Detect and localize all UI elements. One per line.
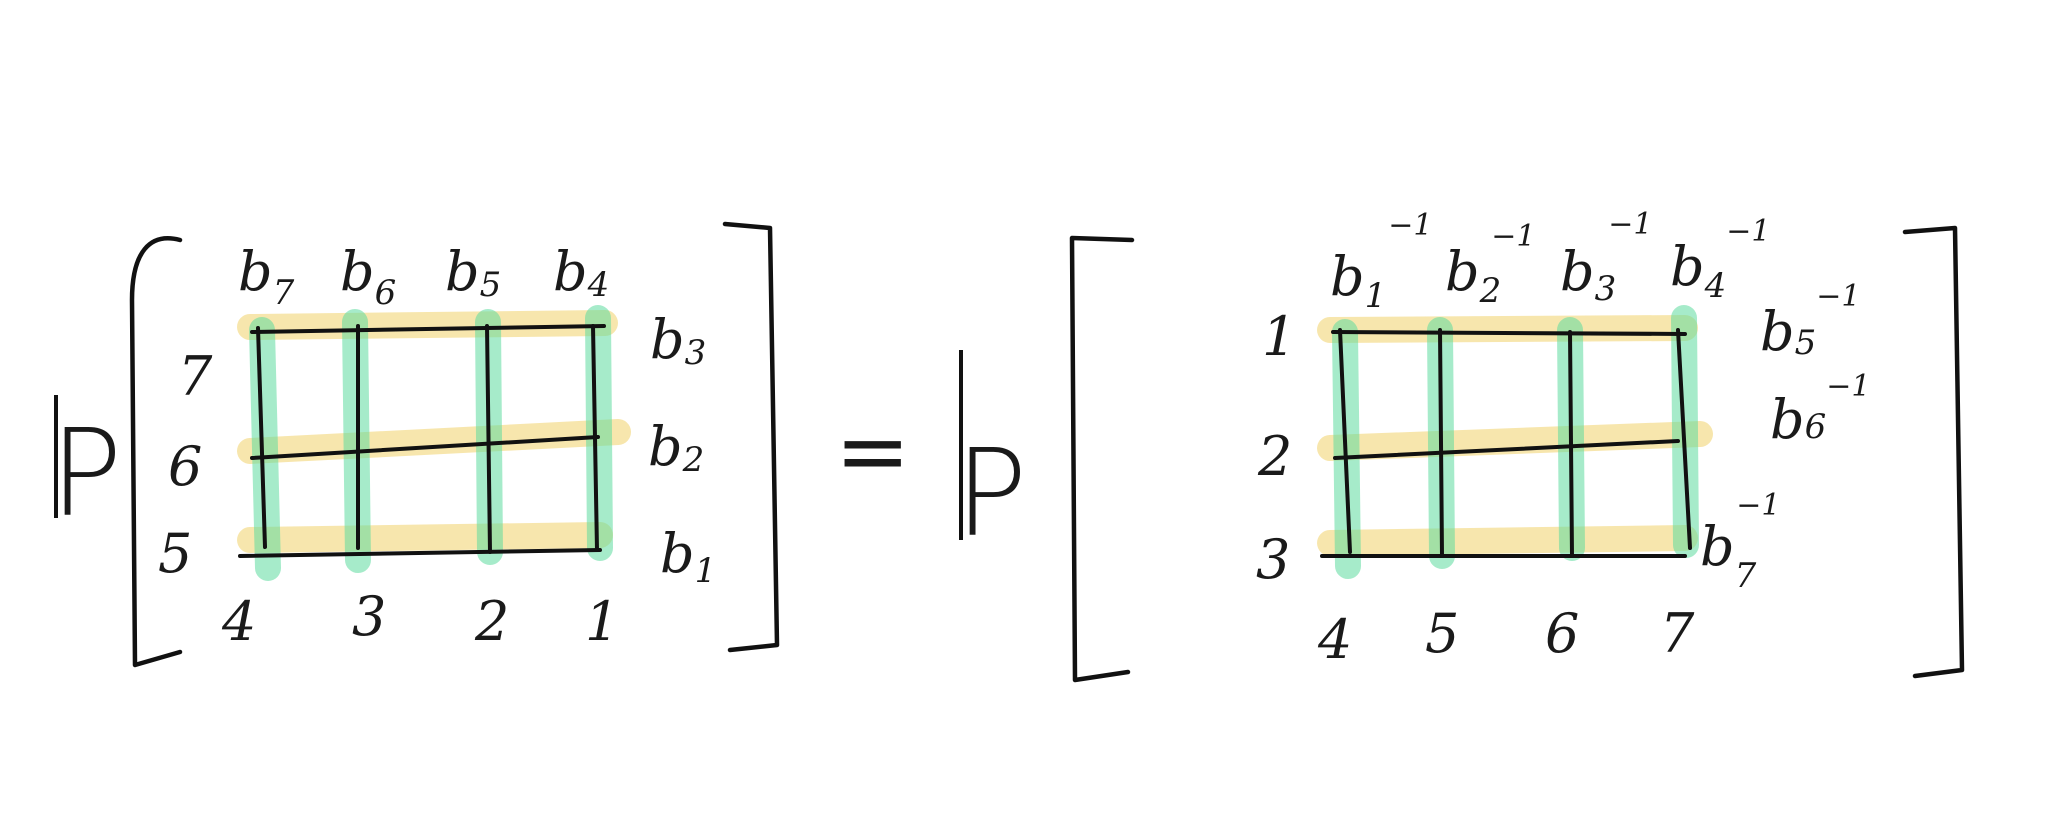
left-top-label-b5: b5 [445,240,501,305]
right-right-labels: b5−1 b6−1 b7−1 [1700,279,1870,596]
right-top-label-b4-inverse: b4−1 [1670,214,1770,306]
left-right-labels: b3 b2 b1 [648,308,716,591]
right-top-label-b2-inverse: b2−1 [1445,219,1535,311]
left-column-highlight-1 [249,317,281,581]
left-top-label-b7: b7 [238,240,295,313]
right-grid-column-line-2 [1438,328,1444,558]
right-column-label-1: 4 [1317,608,1352,671]
left-grid-column-line-4 [591,324,599,552]
left-top-label-b4: b4 [553,240,609,305]
left-row-label-3: 5 [158,522,192,585]
left-top-labels: b7 b6 b5 b4 [238,240,609,313]
right-close-bracket [1902,225,1965,679]
right-expression: P b1−1 b2−1 b3− [955,207,1965,683]
left-column-label-2: 3 [352,585,386,648]
right-column-label-2: 5 [1425,602,1459,665]
right-open-bracket [1069,235,1135,683]
right-right-label-b5-inverse: b5−1 [1760,279,1860,363]
right-top-label-b3-inverse: b3−1 [1560,207,1652,309]
right-column-label-4: 7 [1660,602,1695,665]
right-column-label-3: 6 [1545,602,1579,665]
right-column-labels: 4 5 6 7 [1317,602,1695,671]
right-grid-column-line-3 [1568,330,1574,558]
right-row-highlights [1317,315,1713,556]
right-grid-row-line-2 [1333,439,1680,460]
left-right-label-b2: b2 [648,415,704,480]
left-grid-row-line-2 [250,435,600,460]
right-probability-operator: P [955,425,1027,564]
right-grid-column-line-1 [1338,328,1352,554]
left-row-labels: 7 6 5 [158,345,213,585]
left-column-labels: 4 3 2 1 [221,585,619,653]
left-grid-row-line-1 [250,324,606,334]
equals-sign: = [835,399,910,504]
left-top-label-b6: b6 [340,240,396,313]
left-right-label-b1: b1 [660,522,716,591]
right-right-label-b6-inverse: b6−1 [1770,369,1870,451]
right-right-label-b7-inverse: b7−1 [1700,488,1780,596]
right-row-label-1: 1 [1262,305,1296,368]
right-row-highlight-1 [1317,315,1698,343]
left-column-label-3: 2 [474,590,509,653]
right-row-highlight-2 [1317,421,1713,461]
right-grid-row-line-1 [1331,330,1687,336]
left-grid [238,324,606,558]
right-row-labels: 1 2 3 [1256,305,1296,591]
right-row-label-2: 2 [1257,425,1292,488]
left-grid-row-line-3 [238,548,602,558]
right-grid-column-line-4 [1676,328,1692,550]
right-top-labels: b1−1 b2−1 b3−1 b4−1 [1330,207,1770,316]
left-grid-column-line-1 [256,326,267,549]
right-top-label-b1-inverse: b1−1 [1330,208,1432,316]
left-row-label-1: 7 [178,345,213,408]
left-close-bracket [722,221,780,653]
left-row-label-2: 6 [168,435,202,498]
right-row-highlight-3 [1317,525,1698,556]
left-probability-operator: P [50,405,122,544]
left-row-highlight-3 [237,522,613,553]
left-grid-column-line-3 [485,324,492,554]
left-row-highlight-1 [237,310,618,340]
right-grid [1320,328,1692,558]
left-column-label-1: 4 [221,590,256,653]
left-column-label-4: 1 [585,590,619,653]
left-row-highlight-2 [237,419,631,464]
left-right-label-b3: b3 [650,308,706,373]
right-row-label-3: 3 [1256,528,1290,591]
left-open-bracket [129,236,183,668]
left-expression: P b7 b6 b5 [50,221,780,668]
left-column-highlight-4 [585,305,613,561]
left-row-highlights [237,310,631,553]
